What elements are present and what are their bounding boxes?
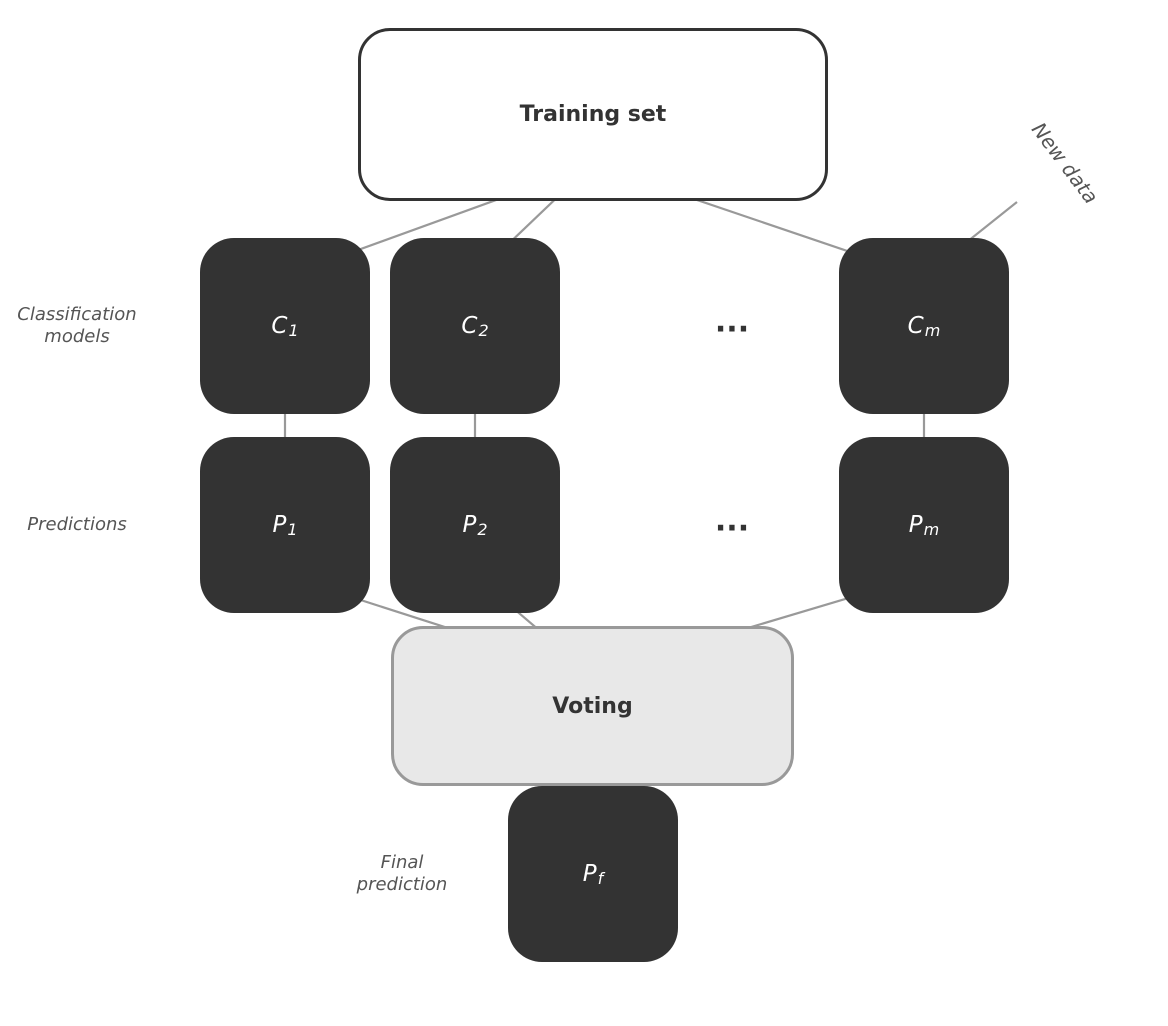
classifier-label: Cm xyxy=(907,313,941,340)
prediction-label: P1 xyxy=(272,512,298,539)
voting-box: Voting xyxy=(391,626,794,786)
final-prediction-value: Pf xyxy=(582,861,604,888)
voting-label: Voting xyxy=(552,693,633,719)
training-set-label: Training set xyxy=(519,102,667,127)
final-prediction-label: Final prediction xyxy=(356,852,448,895)
prediction-box-pm: Pm xyxy=(839,437,1009,613)
classifier-label: C1 xyxy=(271,313,299,340)
classification-models-label: Classification models xyxy=(17,304,137,347)
ellipsis-predictions: ... xyxy=(714,503,750,539)
final-prediction-box: Pf xyxy=(508,786,678,962)
classifier-box-cm: Cm xyxy=(839,238,1009,414)
classifier-box-c1: C1 xyxy=(200,238,370,414)
classifier-label: C2 xyxy=(461,313,489,340)
prediction-box-p1: P1 xyxy=(200,437,370,613)
predictions-label: Predictions xyxy=(27,514,127,535)
prediction-label: Pm xyxy=(908,512,940,539)
prediction-label: P2 xyxy=(462,512,488,539)
training-set-box: Training set xyxy=(358,28,828,201)
prediction-box-p2: P2 xyxy=(390,437,560,613)
classifier-box-c2: C2 xyxy=(390,238,560,414)
ellipsis-classifiers: ... xyxy=(714,304,750,340)
